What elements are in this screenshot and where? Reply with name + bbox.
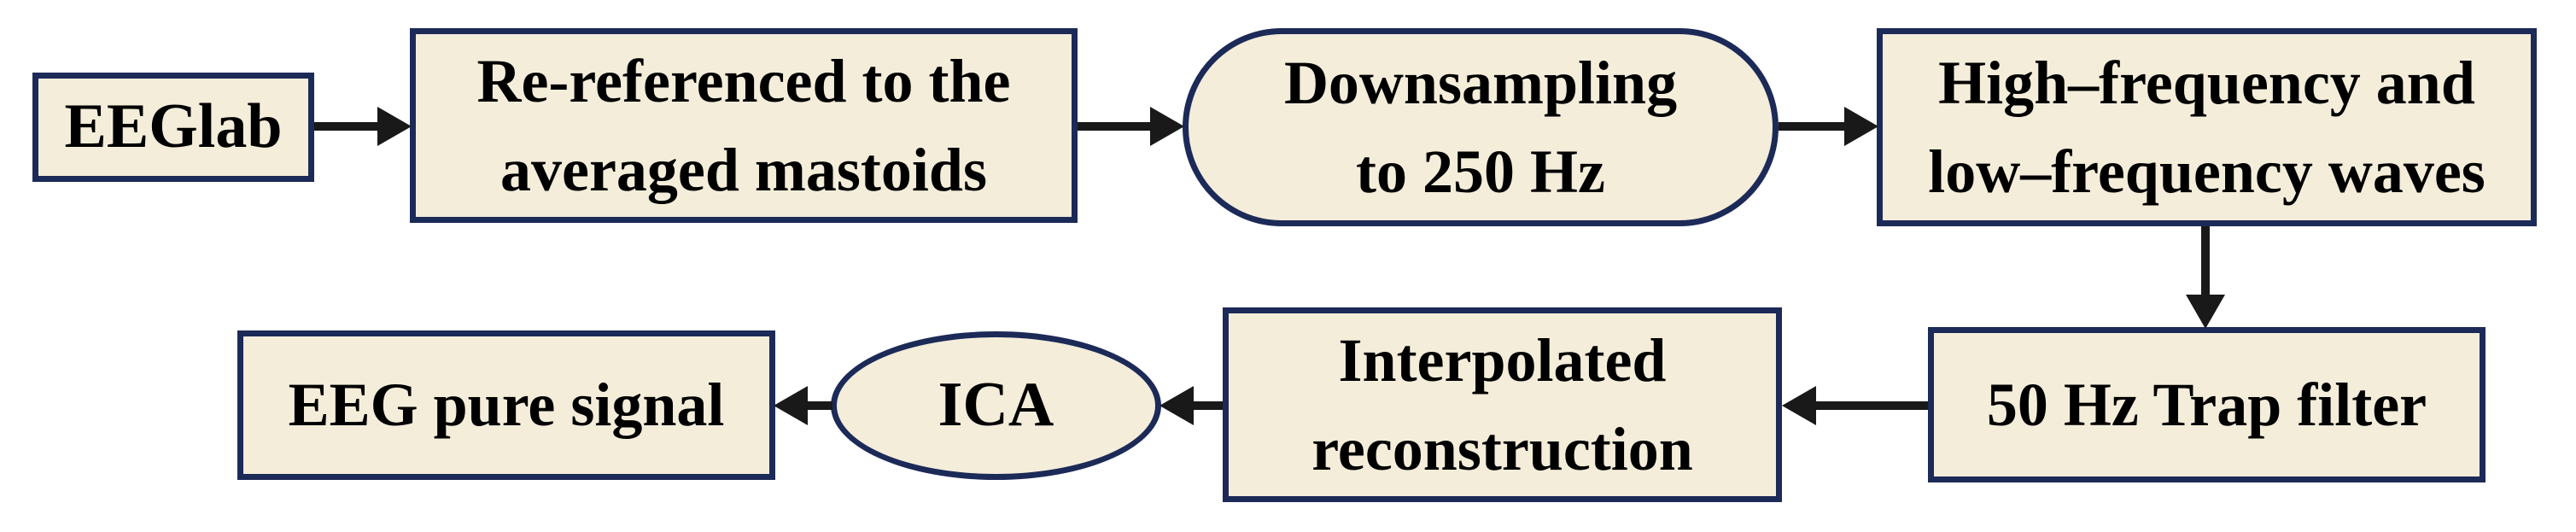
node-eeglab: EEGlab	[32, 73, 314, 182]
arrow-head-right-icon	[1150, 107, 1184, 146]
node-interpolated: Interpolated reconstruction	[1223, 307, 1782, 502]
arrow-head-down-icon	[2186, 295, 2225, 329]
node-freq-waves: High–frequency and low–frequency waves	[1877, 28, 2537, 226]
arrow-head-right-icon	[1844, 107, 1878, 146]
arrow-shaft	[1078, 122, 1152, 131]
arrow-head-left-icon	[1782, 386, 1816, 425]
arrow-shaft	[2201, 226, 2210, 296]
node-trap-filter: 50 Hz Trap filter	[1928, 327, 2485, 482]
arrow-head-left-icon	[1159, 386, 1194, 425]
arrow-head-right-icon	[377, 107, 412, 146]
arrow-shaft	[806, 401, 832, 410]
node-downsampling: Downsampling to 250 Hz	[1183, 28, 1779, 226]
arrow-shaft	[1192, 401, 1223, 410]
arrow-shaft	[1779, 122, 1846, 131]
arrow-shaft	[1814, 401, 1928, 410]
node-rereferenced: Re-referenced to the averaged mastoids	[410, 28, 1078, 223]
arrow-shaft	[314, 122, 379, 131]
node-ica: ICA	[831, 331, 1161, 480]
arrow-head-left-icon	[774, 386, 808, 425]
node-eeg-pure: EEG pure signal	[237, 330, 775, 480]
